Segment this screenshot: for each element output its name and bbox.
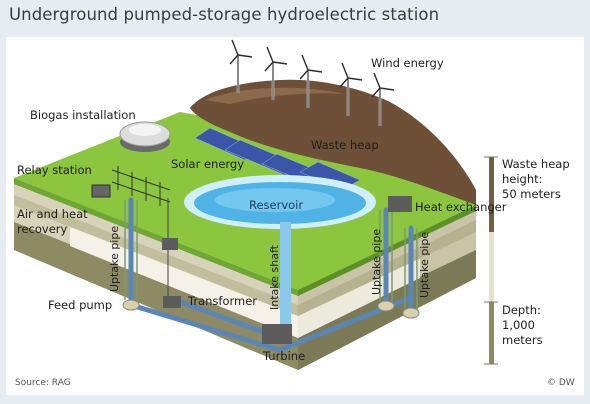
scale-waste-heap-1: Waste heap xyxy=(502,157,570,171)
scale-depth-1: Depth: xyxy=(502,303,541,317)
waste-heap-highlight xyxy=(205,87,345,104)
scale-waste-heap-3: 50 meters xyxy=(502,187,561,201)
scale-bar-top xyxy=(489,157,494,232)
strata-mid-front xyxy=(14,195,298,316)
source-note: Source: RAG xyxy=(15,378,71,388)
transformer-box xyxy=(163,296,181,308)
label-solar-energy: Solar energy xyxy=(171,157,245,171)
scale-depth-3: meters xyxy=(502,333,543,347)
label-waste-heap: Waste heap xyxy=(311,138,379,152)
grass-shade xyxy=(14,178,298,296)
equipment-box xyxy=(162,238,178,250)
label-air-heat-recovery-1: Air and heat xyxy=(17,207,88,221)
label-air-heat-recovery-2: recovery xyxy=(17,222,68,236)
label-intake-shaft: Intake shaft xyxy=(268,245,281,310)
pump-right-1 xyxy=(377,300,395,312)
reservoir-water-light xyxy=(215,188,335,212)
scale-depth-2: 1,000 xyxy=(502,318,535,332)
label-uptake-pipe-right-2: Uptake pipe xyxy=(418,231,431,298)
label-reservoir: Reservoir xyxy=(249,198,304,212)
scale-bar-mid xyxy=(489,232,494,302)
label-biogas-installation: Biogas installation xyxy=(30,108,136,122)
turbine-blades xyxy=(229,39,395,98)
dw-credit: © DW xyxy=(547,378,575,388)
label-relay-station: Relay station xyxy=(17,163,92,177)
label-turbine: Turbine xyxy=(263,349,306,363)
label-uptake-pipe-right-1: Uptake pipe xyxy=(370,228,383,295)
biogas-dome-top xyxy=(129,124,161,136)
pipe-walls xyxy=(124,200,418,310)
label-heat-exchanger: Heat exchanger xyxy=(415,200,507,214)
scale-waste-heap-2: height: xyxy=(502,172,543,186)
cavern-cut-front xyxy=(70,225,298,338)
label-wind-energy: Wind energy xyxy=(371,56,444,70)
scale-bar-bottom xyxy=(489,302,494,364)
relay-station xyxy=(91,166,171,206)
waste-heap xyxy=(190,79,476,205)
diagram-title: Underground pumped-storage hydroelectric… xyxy=(9,5,440,24)
feed-pump xyxy=(122,299,140,311)
turbine-towers xyxy=(237,55,381,126)
intake-shaft xyxy=(280,222,291,327)
label-uptake-pipe-left: Uptake pipe xyxy=(108,225,121,292)
pump-right-2 xyxy=(402,307,420,319)
label-transformer: Transformer xyxy=(188,294,258,308)
cavern-cut-right xyxy=(298,258,420,338)
turbine-box xyxy=(262,324,292,344)
label-feed-pump: Feed pump xyxy=(48,298,113,312)
heat-exchanger-box xyxy=(388,196,412,212)
